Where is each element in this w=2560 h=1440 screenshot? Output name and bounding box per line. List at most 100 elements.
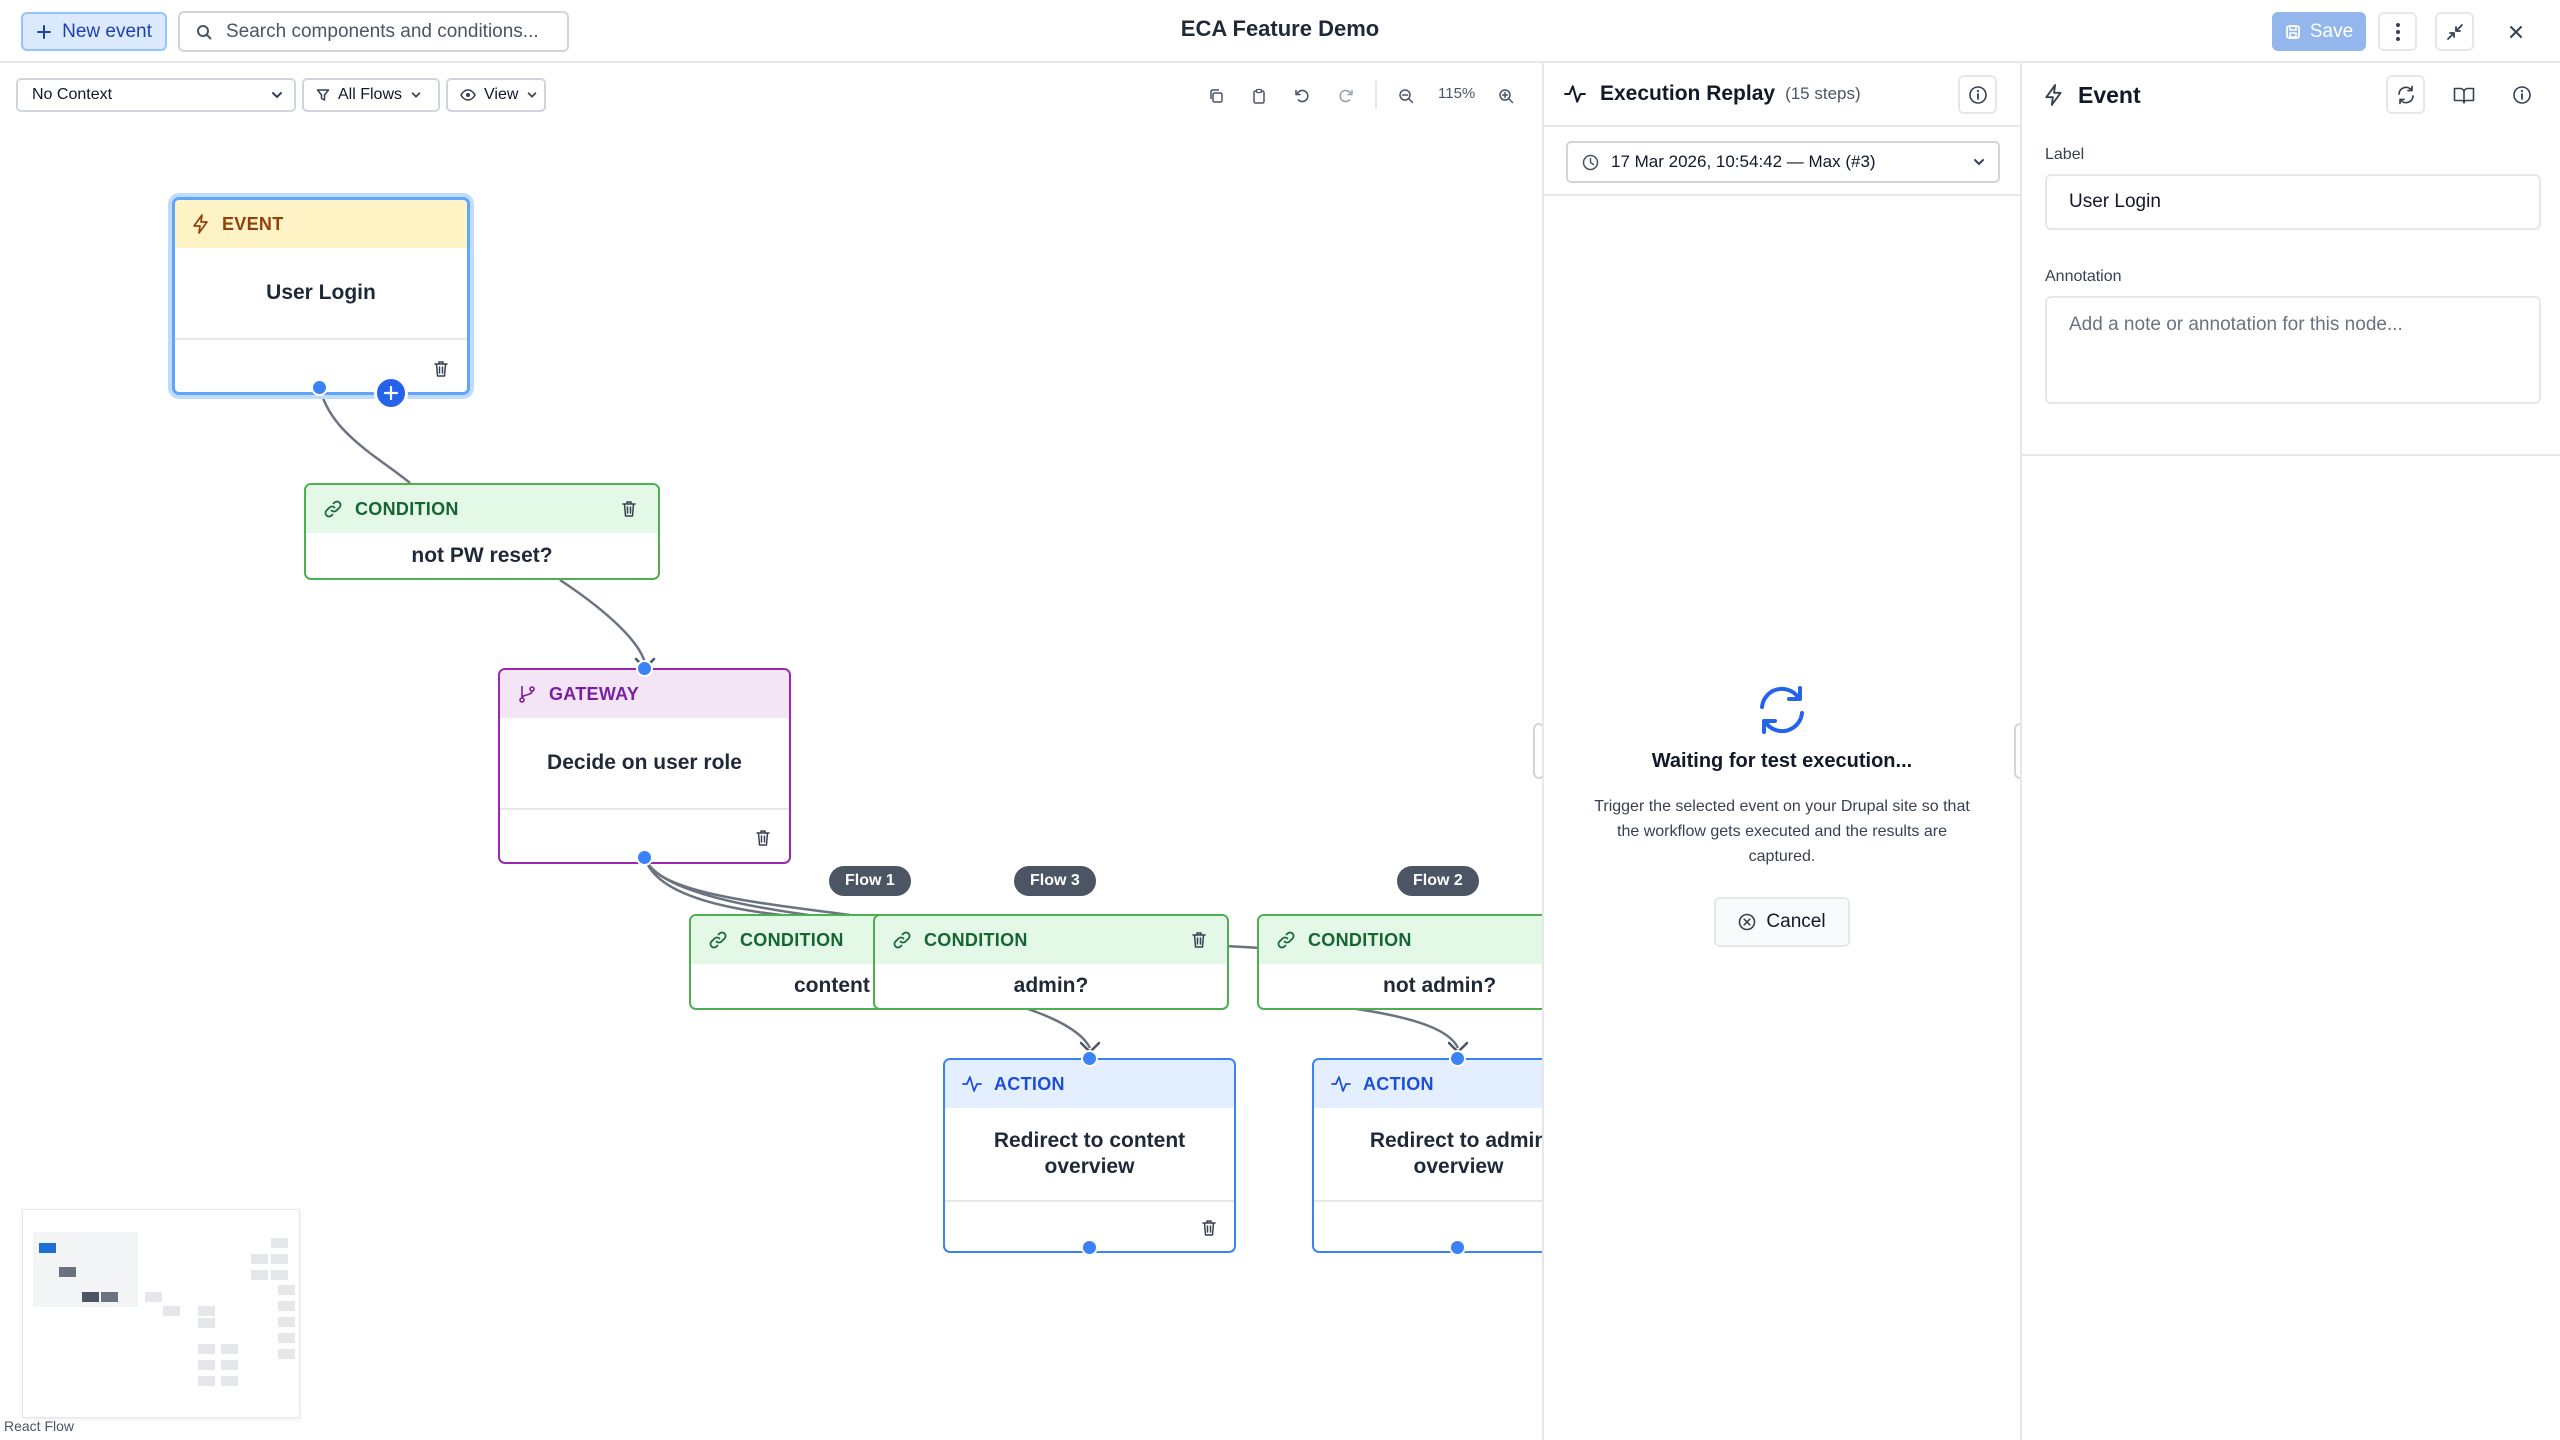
source-handle[interactable] (311, 379, 328, 396)
flows-filter-button[interactable]: All Flows (302, 78, 440, 112)
selected-run: 17 Mar 2026, 10:54:42 — Max (#3) (1611, 152, 1876, 172)
edge-gateway-flow1 (645, 858, 850, 915)
clipboard-icon (1251, 88, 1267, 104)
action-node[interactable]: ACTION Redirect to admin overview (1312, 1058, 1542, 1253)
condition-node-header: CONDITION (1259, 916, 1542, 964)
toolbar-divider (1375, 81, 1377, 109)
documentation-button[interactable] (2444, 75, 2483, 114)
link-icon (323, 499, 343, 519)
node-type-label: ACTION (994, 1074, 1065, 1095)
node-title: Redirect to content overview (945, 1108, 1234, 1200)
minimap-node (221, 1360, 238, 1370)
source-handle[interactable] (636, 849, 653, 866)
close-button[interactable] (2496, 12, 2535, 51)
link-icon (892, 930, 912, 950)
minimap-node (278, 1349, 295, 1359)
node-title: not PW reset? (306, 533, 658, 578)
event-node[interactable]: EVENT User Login (172, 197, 470, 395)
target-handle[interactable] (1081, 1050, 1098, 1067)
annotation-textarea[interactable]: Add a note or annotation for this node..… (2045, 296, 2541, 404)
label-input[interactable]: User Login (2045, 174, 2541, 230)
event-node-header: EVENT (175, 200, 467, 248)
minimap-node (278, 1301, 295, 1311)
more-vertical-icon (2395, 22, 2401, 42)
trash-icon (433, 360, 449, 378)
close-circle-icon (1738, 913, 1756, 931)
condition-node[interactable]: CONDITION not admin? (1257, 914, 1542, 1010)
node-title-text: content (794, 974, 870, 998)
search-input[interactable]: Search components and conditions... (178, 11, 569, 52)
node-type-label: EVENT (222, 214, 284, 235)
node-title: Redirect to admin overview (1314, 1108, 1542, 1200)
flow-label-3: Flow 3 (1014, 866, 1096, 896)
clock-icon (1582, 154, 1599, 171)
minimap[interactable] (22, 1209, 300, 1418)
view-label: View (484, 86, 518, 104)
delete-node-button[interactable] (618, 498, 640, 520)
copy-button[interactable] (1203, 83, 1229, 109)
redo-button[interactable] (1333, 83, 1359, 109)
zoom-in-icon (1498, 88, 1514, 104)
delete-node-button[interactable] (1188, 929, 1210, 951)
add-node-button[interactable] (374, 376, 408, 410)
activity-icon (1331, 1075, 1351, 1093)
gateway-node[interactable]: GATEWAY Decide on user role (498, 668, 791, 864)
execution-replay-panel: Execution Replay (15 steps) 17 Mar 2026,… (1542, 63, 2020, 1440)
minimap-node (278, 1317, 295, 1327)
delete-node-button[interactable] (1198, 1217, 1220, 1239)
replay-header: Execution Replay (15 steps) (1544, 63, 2020, 127)
lightning-icon (2044, 84, 2064, 106)
minimize-icon (2446, 23, 2464, 41)
context-select[interactable]: No Context (16, 78, 296, 112)
chevron-down-icon (1972, 155, 1986, 169)
condition-node-header: CONDITION (875, 916, 1227, 964)
action-node[interactable]: ACTION Redirect to content overview (943, 1058, 1236, 1253)
paste-button[interactable] (1246, 83, 1272, 109)
source-handle[interactable] (1449, 1239, 1466, 1256)
new-event-button[interactable]: New event (21, 12, 167, 51)
target-handle[interactable] (636, 660, 653, 677)
replay-run-select[interactable]: 17 Mar 2026, 10:54:42 — Max (#3) (1566, 141, 2000, 183)
minimize-button[interactable] (2435, 12, 2474, 51)
react-flow-attribution[interactable]: React Flow (4, 1418, 74, 1434)
node-divider (500, 808, 789, 810)
node-title: content (691, 964, 897, 1008)
condition-node[interactable]: CONDITION admin? (873, 914, 1229, 1010)
save-label: Save (2310, 21, 2353, 43)
annotation-field-label: Annotation (2045, 268, 2122, 286)
replay-divider (1544, 194, 2020, 196)
minimap-node (221, 1376, 238, 1386)
refresh-spinner-icon (1754, 685, 1810, 735)
condition-node[interactable]: CONDITION not PW reset? (304, 483, 660, 580)
trash-icon (621, 500, 637, 518)
label-field-label: Label (2045, 146, 2084, 164)
delete-node-button[interactable] (752, 827, 774, 849)
eye-icon (460, 88, 476, 102)
replay-step-count: (15 steps) (1785, 84, 1861, 104)
replay-resize-handle[interactable] (1533, 723, 1542, 779)
zoom-in-button[interactable] (1493, 83, 1519, 109)
cancel-button[interactable]: Cancel (1714, 897, 1850, 947)
view-menu-button[interactable]: View (446, 78, 546, 112)
node-divider (1314, 1200, 1542, 1202)
properties-divider (2022, 454, 2560, 456)
zoom-out-button[interactable] (1393, 83, 1419, 109)
edge-notadmin-action (1350, 1008, 1458, 1048)
replay-info-button[interactable] (1958, 75, 1997, 114)
zoom-level: 115% (1438, 85, 1475, 102)
action-node-header: ACTION (945, 1060, 1234, 1108)
info-button[interactable] (2502, 75, 2541, 114)
action-node-header: ACTION (1314, 1060, 1542, 1108)
target-handle[interactable] (1449, 1050, 1466, 1067)
source-handle[interactable] (1081, 1239, 1098, 1256)
minimap-node (163, 1306, 180, 1316)
save-button[interactable]: Save (2272, 12, 2366, 51)
condition-node[interactable]: CONDITION content (689, 914, 899, 1010)
more-menu-button[interactable] (2378, 12, 2417, 51)
refresh-button[interactable] (2386, 75, 2425, 114)
condition-node-header: CONDITION (306, 485, 658, 533)
minimap-node (59, 1267, 76, 1277)
trash-icon (1191, 931, 1207, 949)
delete-node-button[interactable] (430, 358, 452, 380)
undo-button[interactable] (1289, 83, 1315, 109)
